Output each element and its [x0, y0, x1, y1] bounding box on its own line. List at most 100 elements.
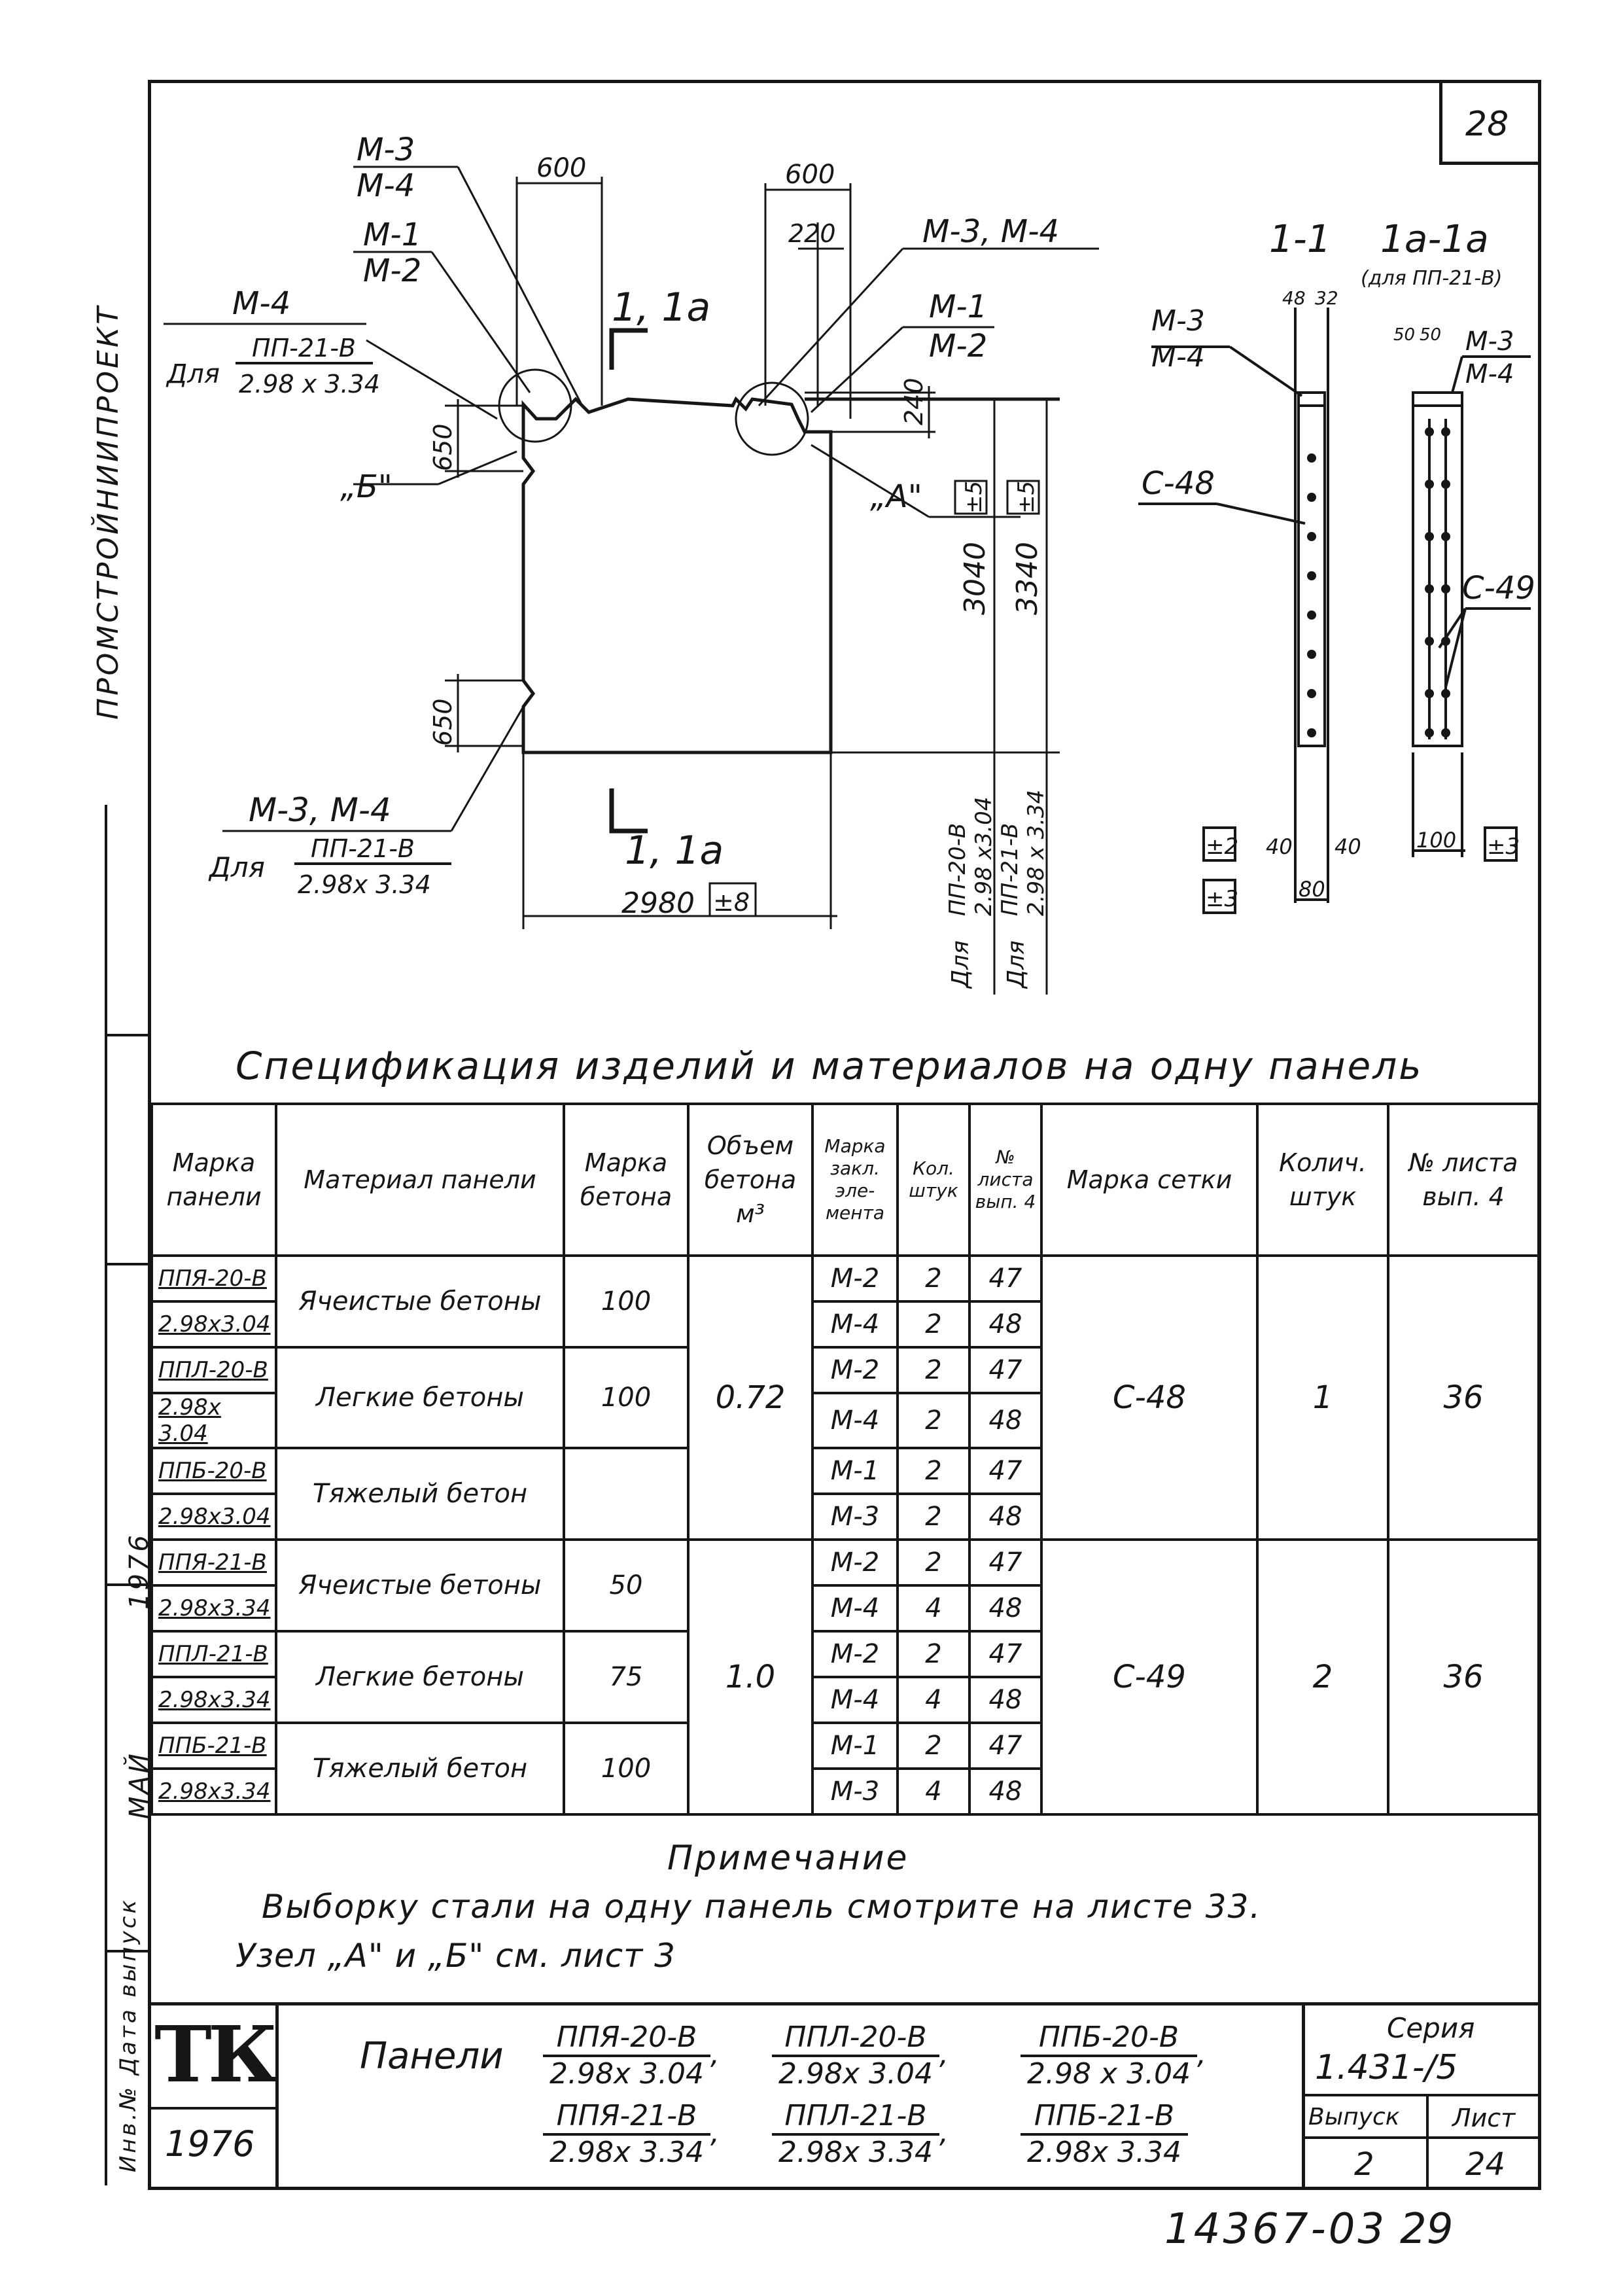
- cell-qty: 2: [896, 1346, 971, 1394]
- cell-concrete: [563, 1447, 689, 1541]
- cell-volume-group2: 1.0: [687, 1538, 814, 1816]
- tol-5a: ±5: [961, 481, 987, 514]
- sec-dim-50b: 50: [1420, 325, 1441, 345]
- table-row: 2.98х3.34 М-3 4 48: [150, 1767, 1539, 1816]
- cell-sheet: 48: [968, 1300, 1043, 1349]
- cell-mark-top: ППЛ-20-В: [150, 1346, 277, 1394]
- table-row: ППЛ-21-В Легкие бетоны 75 М-2 2 47: [150, 1630, 1539, 1724]
- dim-3040: 3040: [958, 542, 992, 615]
- side-strip-divider-3: [105, 1583, 148, 1586]
- label-for: Для: [166, 359, 220, 389]
- label-m3-m4-right: М-3, М-4: [922, 213, 1059, 250]
- cell-material: Легкие бетоны: [275, 1346, 565, 1449]
- table-row: 2.98х3.34 М-4 4 48: [150, 1676, 1539, 1724]
- cell-sheet: 47: [968, 1722, 1043, 1770]
- cell-mark-top: ППЯ-21-В: [150, 1538, 277, 1587]
- sec-m3-num: М-3: [1151, 304, 1205, 338]
- label-for-bottom: Для: [208, 851, 265, 883]
- side-strip-divider-4: [105, 1950, 148, 1952]
- dim-2980: 2980: [621, 887, 695, 920]
- cell-sheet: 48: [968, 1767, 1043, 1816]
- cell-concrete: 75: [563, 1630, 689, 1724]
- stamp-p4-num: ППЯ-21-В: [543, 2099, 710, 2136]
- section-1a-1a-note: (для ПП-21-В): [1361, 267, 1502, 290]
- cell-element: М-2: [811, 1538, 899, 1587]
- side-strip-divider-2: [105, 1263, 148, 1265]
- label-m3-num: М-3: [357, 132, 415, 168]
- panel-drawing: 600 600 220 240 650 650 3040 3340 ±5 ±5 …: [164, 132, 1535, 995]
- cell-mark-bot: 2.98х3.04: [150, 1300, 277, 1349]
- cell-material: Тяжелый бетон: [275, 1722, 565, 1816]
- dim-650-bottom: 650: [428, 698, 457, 746]
- table-row: 2.98х 3.04 М-4 2 48: [150, 1392, 1539, 1449]
- dim-240: 240: [899, 378, 928, 425]
- dim-600-right: 600: [785, 160, 835, 190]
- dim-600-left: 600: [536, 153, 586, 183]
- section-1a-1a: 1а-1а: [1380, 217, 1489, 261]
- hdr-qty: Кол. штук: [896, 1103, 971, 1257]
- note-line-2: Узел „А" и „Б" см. лист 3: [236, 1937, 676, 1975]
- cell-concrete: 100: [563, 1254, 689, 1349]
- table-row: ППЯ-21-В Ячеистые бетоны 50 1.0 М-2 2 47…: [150, 1538, 1540, 1816]
- table-row: ППЛ-20-В Легкие бетоны 100 М-2 2 47: [150, 1346, 1539, 1449]
- hdr-mark-concrete: Марка бетона: [563, 1103, 689, 1257]
- sec-tol-3b: ±3: [1487, 834, 1520, 860]
- label-pp21-num-b: ПП-21-В: [311, 834, 415, 863]
- stamp-p5-den: 2.98х 3.34: [778, 2136, 933, 2169]
- cell-mark-top: ППЛ-21-В: [150, 1630, 277, 1678]
- label-m2-den: М-2: [363, 253, 421, 289]
- dim-note-for1: Для: [947, 940, 974, 989]
- cell-qty: 4: [896, 1767, 971, 1816]
- table-row: 2.98х3.04 М-4 2 48: [150, 1300, 1539, 1349]
- cell-mark-bot: 2.98х 3.04: [150, 1392, 277, 1449]
- cell-qty: 2: [896, 1392, 971, 1449]
- sec-dim-40b: 40: [1335, 834, 1361, 859]
- stamp-p2-num: ППЛ-20-В: [772, 2021, 939, 2057]
- sec-m4-den-r: М-4: [1465, 359, 1514, 389]
- cell-mesh-sheet-group1: 36: [1387, 1254, 1540, 1541]
- dim-3340: 3340: [1011, 542, 1044, 615]
- hdr-mesh-qty: Колич. штук: [1256, 1103, 1389, 1257]
- cell-element: М-2: [811, 1346, 899, 1394]
- cell-mesh-group1: С-48: [1040, 1254, 1259, 1541]
- stamp-panels-label: Панели: [360, 2035, 504, 2077]
- sec-dim-50a: 50: [1393, 325, 1415, 345]
- section-top: 1, 1а: [612, 285, 710, 330]
- cell-qty: 2: [896, 1538, 971, 1587]
- cell-element: М-4: [811, 1300, 899, 1349]
- cell-material: Тяжелый бетон: [275, 1447, 565, 1541]
- tol-5b: ±5: [1013, 481, 1039, 514]
- cell-qty: 4: [896, 1584, 971, 1633]
- cell-concrete: 50: [563, 1538, 689, 1633]
- cell-sheet: 47: [968, 1254, 1043, 1303]
- stamp-series-label: Серия: [1387, 2012, 1475, 2044]
- cell-sheet: 48: [968, 1676, 1043, 1724]
- cell-mark-top: ППБ-21-В: [150, 1722, 277, 1770]
- dim-note-pp20-den: 2.98 х3.04: [971, 797, 997, 916]
- stamp-logo: ТК: [154, 2009, 278, 2100]
- cell-mark-bot: 2.98х3.04: [150, 1492, 277, 1541]
- footer-page: 29: [1400, 2205, 1454, 2253]
- stamp-issue-value: 2: [1354, 2146, 1374, 2183]
- sec-c48: С-48: [1142, 465, 1215, 502]
- side-strip: [105, 805, 150, 2185]
- cell-mark-top: ППБ-20-В: [150, 1447, 277, 1495]
- cell-mark-bot: 2.98х3.34: [150, 1767, 277, 1816]
- cell-sheet: 47: [968, 1538, 1043, 1587]
- table-row: 2.98х3.34 М-4 4 48: [150, 1584, 1539, 1633]
- hdr-mesh-sheet: № листа вып. 4: [1387, 1103, 1540, 1257]
- cell-material: Легкие бетоны: [275, 1630, 565, 1724]
- cell-element: М-3: [811, 1492, 899, 1541]
- hdr-material: Материал панели: [275, 1103, 565, 1257]
- dim-note-for2: Для: [1003, 940, 1030, 989]
- stamp-p3-num: ППБ-20-В: [1021, 2021, 1197, 2057]
- sec-dim-48: 48: [1282, 287, 1306, 309]
- cell-sheet: 48: [968, 1492, 1043, 1541]
- side-strip-divider-1: [105, 1034, 148, 1036]
- cell-mark-top: ППЯ-20-В: [150, 1254, 277, 1303]
- title-block: [148, 2002, 1541, 2190]
